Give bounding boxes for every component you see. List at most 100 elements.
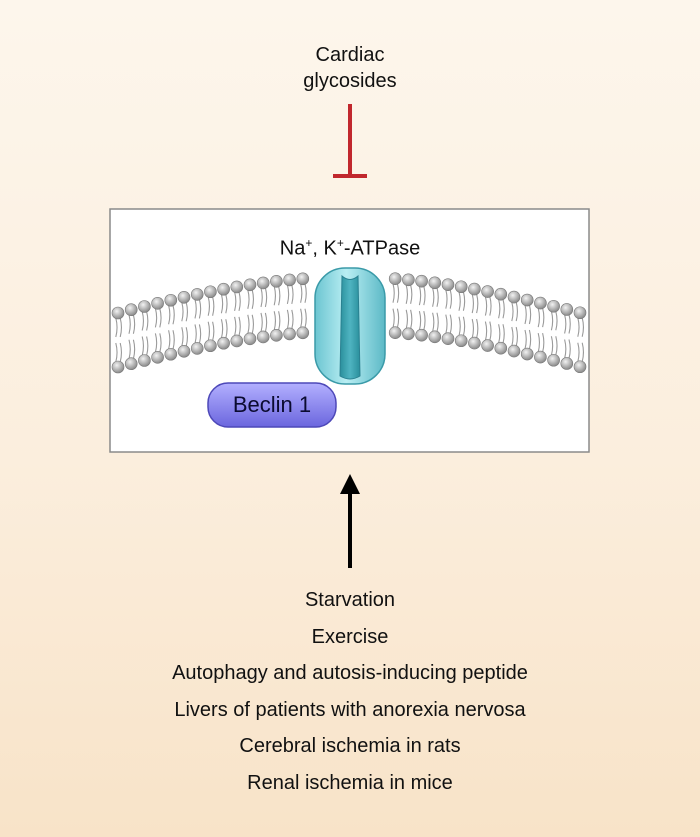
lipid-tail	[405, 284, 408, 304]
na-k-atpase-label: Na+, K+-ATPase	[250, 236, 450, 261]
lipid-head	[388, 272, 402, 285]
lipid-tail	[445, 314, 448, 334]
lipid-tail	[115, 317, 118, 338]
lipid-tail	[238, 316, 241, 337]
inducer-item: Cerebral ischemia in rats	[239, 735, 461, 757]
lipid-head	[534, 296, 547, 310]
inducer-item: Starvation	[304, 589, 396, 611]
lipid-tail	[581, 317, 584, 337]
lipid-tail	[498, 324, 501, 344]
lipid-tail	[194, 324, 197, 344]
lipid-head	[520, 293, 534, 307]
lipid-tail	[278, 311, 281, 331]
lipid-head	[454, 334, 468, 348]
lipid-tail	[251, 314, 254, 334]
lipid-head	[560, 357, 574, 370]
lipid-tail	[181, 302, 184, 322]
lipid-tail	[119, 317, 122, 338]
pump-label-suffix: -ATPase	[343, 237, 421, 260]
lipid-tail	[436, 287, 439, 307]
lipid-tail	[260, 312, 263, 333]
inducer-item: Exercise	[311, 625, 389, 648]
lipid-tail	[445, 289, 448, 309]
na-k-atpase-pump	[314, 267, 386, 385]
lipid-tail	[286, 309, 290, 330]
lipid-tail	[528, 329, 532, 350]
lipid-head	[204, 285, 217, 299]
lipid-tail	[568, 314, 571, 334]
lipid-tail	[172, 330, 175, 350]
lipid-head	[190, 342, 204, 355]
lipid-tail	[449, 289, 452, 309]
lipid-tail	[476, 318, 479, 339]
lipid-head	[283, 327, 296, 341]
lipid-bilayer	[111, 272, 587, 374]
lipid-tail	[484, 296, 488, 316]
lipid-tail	[418, 286, 422, 306]
lipid-head	[573, 360, 587, 374]
lipid-head	[256, 276, 270, 290]
beclin-1-protein	[207, 382, 337, 428]
lipid-tail	[207, 296, 210, 316]
lipid-head	[217, 336, 230, 350]
lipid-head	[428, 330, 442, 344]
lipid-tail	[432, 312, 435, 332]
lipid-head	[283, 273, 296, 287]
inducer-list: Starvation Exercise Autophagy and autosi…	[50, 582, 650, 801]
inhibition-bar	[333, 104, 367, 178]
lipid-tail	[524, 304, 527, 325]
lipid-tail	[159, 333, 162, 353]
lipid-head	[494, 287, 508, 301]
lipid-head	[415, 328, 428, 342]
pump-label-na: Na	[279, 237, 306, 260]
lipid-head	[177, 344, 191, 358]
lipid-head	[217, 282, 230, 296]
lipid-tail	[212, 296, 215, 316]
lipid-tail	[528, 304, 532, 325]
lipid-tail	[392, 283, 395, 303]
lipid-head	[243, 332, 257, 346]
lipid-head	[402, 327, 415, 341]
lipid-head	[256, 330, 270, 344]
lipid-tail	[550, 311, 554, 331]
lipid-tail	[260, 287, 263, 308]
lipid-tail	[304, 308, 307, 328]
lipid-head	[151, 297, 164, 310]
lipid-head	[204, 339, 217, 353]
lipid-tail	[198, 324, 202, 344]
lipid-tail	[498, 299, 501, 319]
lipid-tail	[264, 312, 268, 333]
lipid-head	[441, 332, 455, 345]
lipid-tail	[300, 308, 303, 328]
pump-label-na-charge: +	[305, 236, 313, 250]
lipid-tail	[278, 286, 281, 306]
lipid-head	[507, 344, 521, 358]
lipid-tail	[476, 293, 479, 314]
lipid-tail	[410, 284, 413, 304]
lipid-head	[111, 306, 125, 320]
pump-label-k-charge: +	[336, 236, 344, 250]
lipid-head	[534, 350, 547, 364]
lipid-tail	[471, 293, 474, 314]
lipid-tail	[304, 283, 307, 303]
lipid-tail	[462, 316, 466, 336]
lipid-head	[507, 290, 521, 304]
lipid-tail	[489, 321, 492, 341]
lipid-tail	[515, 301, 518, 322]
lipid-tail	[225, 294, 228, 314]
lipid-head	[454, 280, 468, 294]
lipid-tail	[291, 309, 294, 330]
lipid-tail	[542, 332, 545, 353]
lipid-tail	[392, 308, 395, 328]
lipid-head	[177, 290, 191, 304]
lipid-tail	[198, 299, 202, 319]
lipid-tail	[194, 299, 197, 319]
lipid-tail	[234, 291, 237, 312]
lipid-tail	[462, 291, 466, 311]
lipid-head	[270, 274, 283, 288]
lipid-head	[164, 293, 178, 307]
lipid-tail	[128, 314, 131, 334]
lipid-tail	[555, 311, 558, 331]
lipid-head	[296, 326, 310, 340]
lipid-tail	[542, 307, 545, 328]
